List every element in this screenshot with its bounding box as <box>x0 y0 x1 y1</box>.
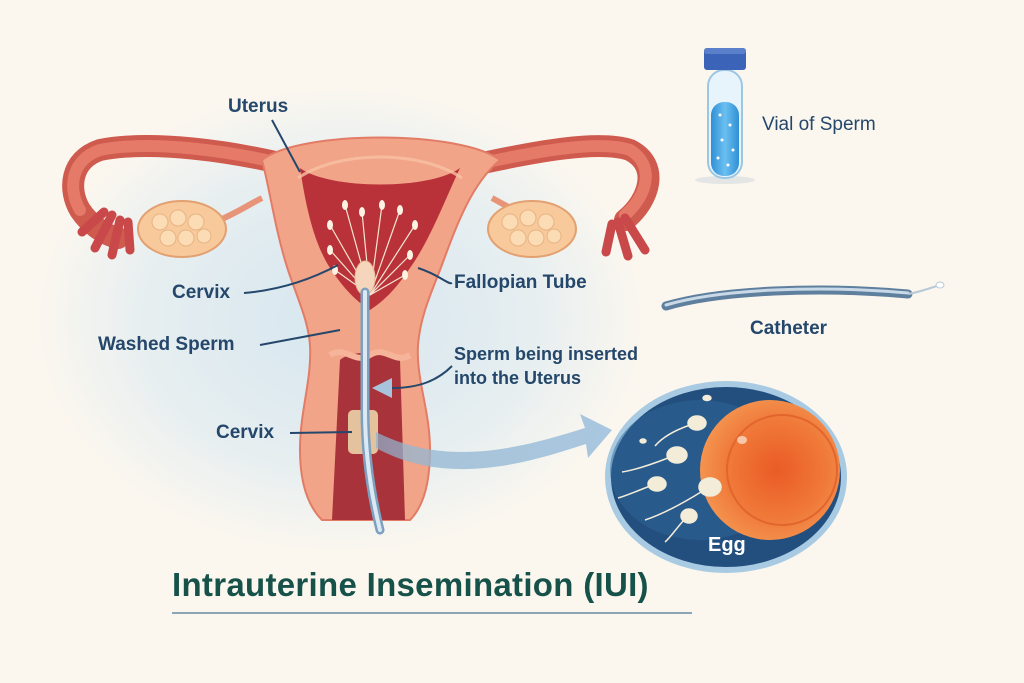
page-title: Intrauterine Insemination (IUI) <box>172 566 649 603</box>
vial-of-sperm-icon <box>695 48 755 184</box>
label-egg: Egg <box>708 534 746 556</box>
label-uterus: Uterus <box>228 96 289 117</box>
label-washed-sperm: Washed Sperm <box>98 334 235 355</box>
zoom-arrow <box>376 414 612 470</box>
leader-lines <box>243 119 453 434</box>
label-catheter: Catheter <box>750 318 828 339</box>
egg-closeup <box>605 381 847 573</box>
insertion-arrow <box>372 378 392 398</box>
label-cervix-upper: Cervix <box>172 282 231 303</box>
label-vial: Vial of Sperm <box>762 114 876 135</box>
title-underline <box>172 612 692 614</box>
label-sperm-inserted-line2: into the Uterus <box>454 368 582 388</box>
label-fallopian-tube: Fallopian Tube <box>454 272 587 293</box>
ovaries <box>137 200 577 258</box>
label-sperm-inserted-line1: Sperm being inserted <box>454 344 639 364</box>
label-cervix-lower: Cervix <box>216 422 275 443</box>
catheter-icon <box>661 281 945 311</box>
